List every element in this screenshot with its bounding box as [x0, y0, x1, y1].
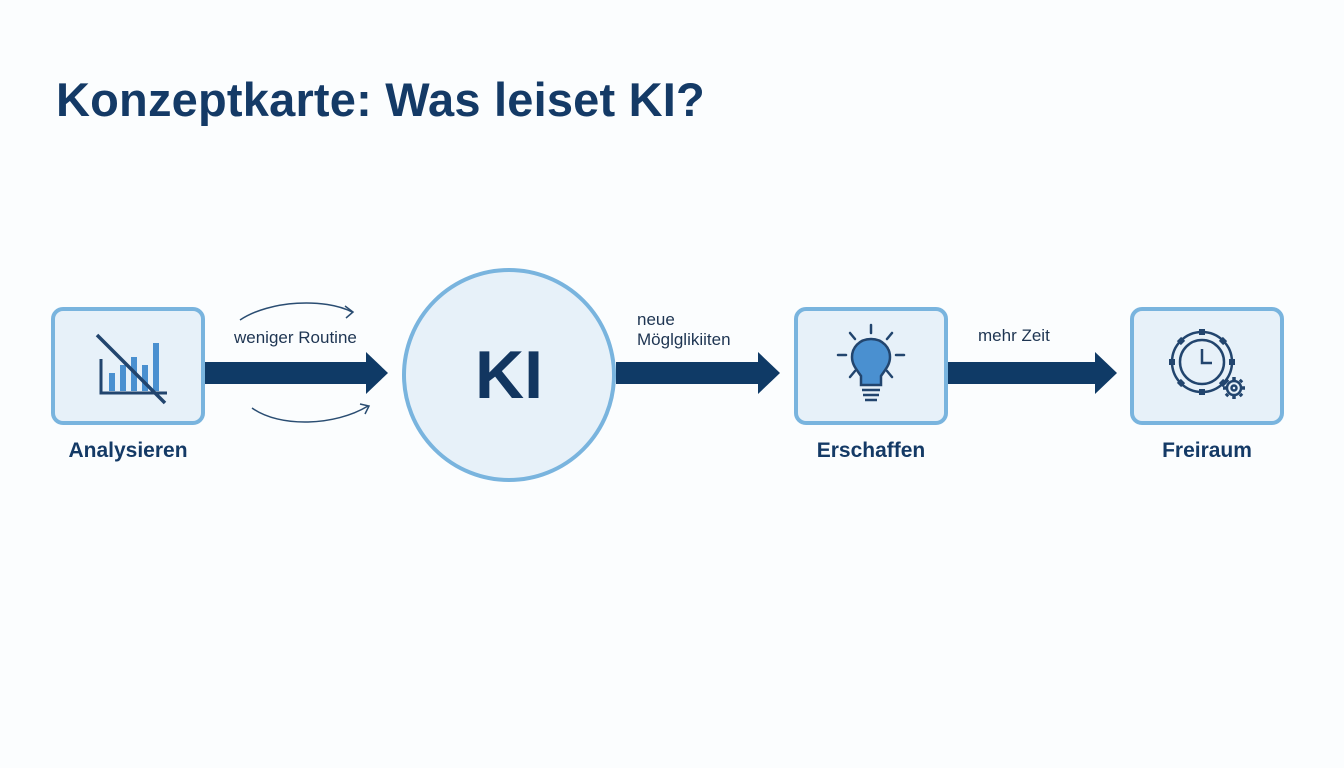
node-freiraum-label: Freiraum: [1162, 439, 1252, 462]
crossed-bar-chart-icon: [95, 333, 167, 405]
center-node-ki: KI: [402, 268, 616, 482]
edge-label-zeit: mehr Zeit: [978, 326, 1050, 345]
node-analysieren: [51, 307, 205, 425]
curved-arrow-top: [239, 302, 355, 321]
arrow-ki-to-erschaffen: [616, 352, 780, 394]
edge-label-routine: weniger Routine: [234, 328, 357, 347]
edge-label-moeglichkeiten-line1: neue: [637, 310, 675, 329]
node-erschaffen: [794, 307, 948, 425]
arrow-erschaffen-to-freiraum: [947, 352, 1117, 394]
center-node-label: KI: [475, 337, 543, 413]
page-title: Konzeptkarte: Was leiset KI?: [56, 73, 705, 126]
node-analysieren-label: Analysieren: [68, 439, 188, 462]
edge-label-moeglichkeiten: neue Möglglikiiten: [637, 310, 731, 350]
arrow-analysieren-to-ki: [204, 352, 388, 394]
clock-gear-icon: [1169, 329, 1245, 399]
node-erschaffen-label: Erschaffen: [816, 439, 926, 462]
curved-arrow-bottom: [251, 403, 371, 423]
lightbulb-icon: [836, 323, 906, 402]
edge-label-moeglichkeiten-line2: Möglglikiiten: [637, 330, 731, 349]
node-freiraum: [1130, 307, 1284, 425]
